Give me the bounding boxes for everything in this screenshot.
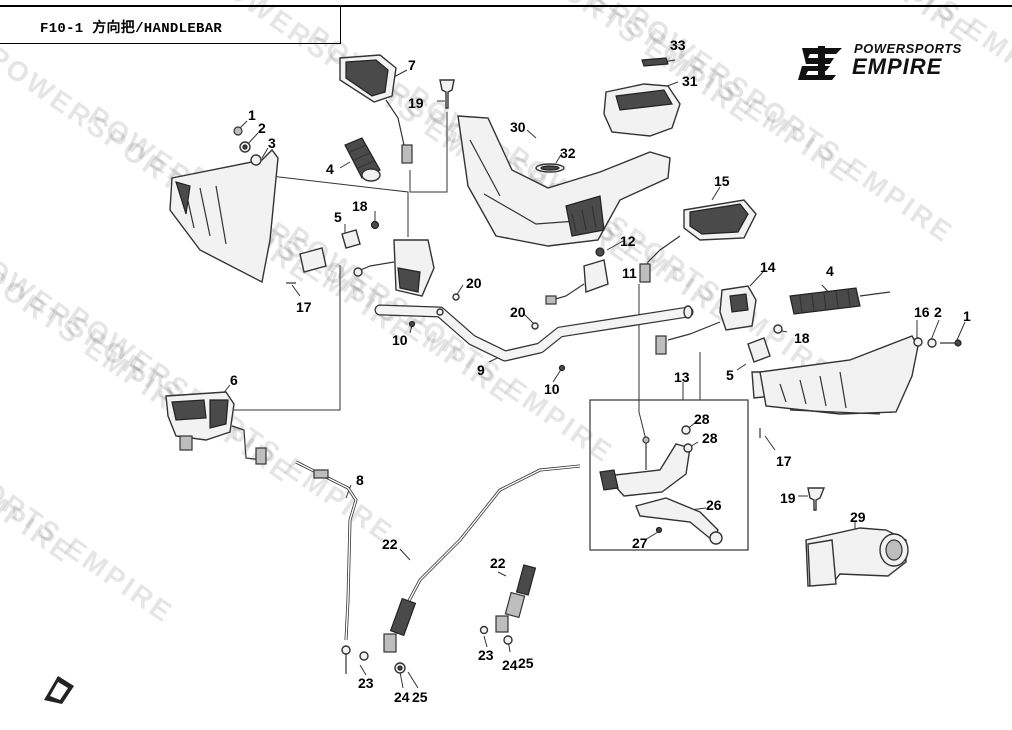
handlebar-cover: [457, 115, 671, 247]
upper-cover: [603, 83, 681, 137]
callout-19-top: 19: [408, 95, 424, 111]
throttle-cable: [295, 460, 358, 674]
left-mirror: [339, 54, 413, 164]
handlebar: [374, 304, 694, 362]
callout-15: 15: [714, 173, 730, 189]
left-handguard-clamp: [286, 220, 380, 284]
callout-2-right: 2: [934, 304, 942, 320]
callout-28-lower: 28: [702, 430, 718, 446]
callout-22-left: 22: [382, 536, 398, 552]
callout-31: 31: [682, 73, 698, 89]
callout-17-left: 17: [296, 299, 312, 315]
callout-24-right: 24: [502, 657, 518, 673]
callout-14: 14: [760, 259, 776, 275]
callout-25-right: 25: [518, 655, 534, 671]
callout-22-right: 22: [490, 555, 506, 571]
logo-line-2: EMPIRE: [852, 54, 943, 79]
callout-27: 27: [632, 535, 648, 551]
callout-10-left: 10: [392, 332, 408, 348]
callout-20-right: 20: [510, 304, 526, 320]
callout-7: 7: [408, 57, 416, 73]
callout-1-left: 1: [248, 107, 256, 123]
callout-23-right: 23: [478, 647, 494, 663]
callout-11: 11: [622, 265, 637, 281]
page-title: F10-1 方向把/HANDLEBAR: [40, 21, 223, 37]
callout-16: 16: [914, 304, 930, 320]
left-lever-assembly: [353, 239, 435, 297]
brake-lever-kit: [589, 399, 749, 551]
callout-3: 3: [268, 135, 276, 151]
callout-2-left: 2: [258, 120, 266, 136]
callout-13: 13: [674, 369, 690, 385]
small-screws: [408, 293, 566, 372]
callout-5-right: 5: [726, 367, 734, 383]
brand-logo: POWERSPORTS EMPIRE: [796, 40, 976, 84]
callout-30: 30: [510, 119, 526, 135]
right-mirror: [639, 199, 757, 283]
callout-4-right: 4: [826, 263, 834, 279]
left-handguard: [169, 148, 279, 284]
callout-18-right: 18: [794, 330, 810, 346]
right-grip: [789, 287, 891, 315]
title-box: F10-1 方向把/HANDLEBAR: [0, 5, 341, 44]
callout-5-left: 5: [334, 209, 342, 225]
wire-clip-top: [439, 79, 455, 109]
callout-29: 29: [850, 509, 866, 525]
key-switch: [545, 247, 609, 305]
callout-labels: 1 2 3 4 5 6 7 8 9 10 11 12 13 14 15 16 1…: [230, 37, 971, 705]
callout-10-right: 10: [544, 381, 560, 397]
cover-badge: [641, 57, 669, 67]
callout-4-left: 4: [326, 161, 334, 177]
callout-23-left: 23: [358, 675, 374, 691]
callout-20-left: 20: [466, 275, 482, 291]
callout-9: 9: [477, 362, 485, 378]
right-handguard-clamp: [747, 324, 783, 399]
callout-1-right: 1: [963, 308, 971, 324]
callout-24-left: 24: [394, 689, 410, 705]
right-switch: [655, 285, 757, 355]
left-bolt: [233, 126, 251, 153]
callout-6: 6: [230, 372, 238, 388]
cover-emblem: [535, 163, 565, 173]
callout-25-left: 25: [412, 689, 428, 705]
brake-cable-right: [479, 564, 537, 645]
callout-19-right: 19: [780, 490, 796, 506]
callout-32: 32: [560, 145, 576, 161]
empire-emblem-icon: [798, 46, 842, 80]
brake-cable-left: [359, 464, 581, 674]
callout-12: 12: [620, 233, 636, 249]
callout-28-upper: 28: [694, 411, 710, 427]
callout-33: 33: [670, 37, 686, 53]
left-grip: [344, 137, 381, 182]
rear-bracket: [805, 487, 909, 587]
callout-26: 26: [706, 497, 722, 513]
right-handguard: [759, 335, 962, 438]
orientation-arrow-icon: [44, 676, 74, 704]
callout-18-left: 18: [352, 198, 368, 214]
top-rule: [340, 5, 1012, 7]
logo-line-1: POWERSPORTS: [854, 41, 962, 56]
callout-17-right: 17: [776, 453, 792, 469]
callout-8: 8: [356, 472, 364, 488]
front-master-cylinder: [165, 391, 267, 465]
